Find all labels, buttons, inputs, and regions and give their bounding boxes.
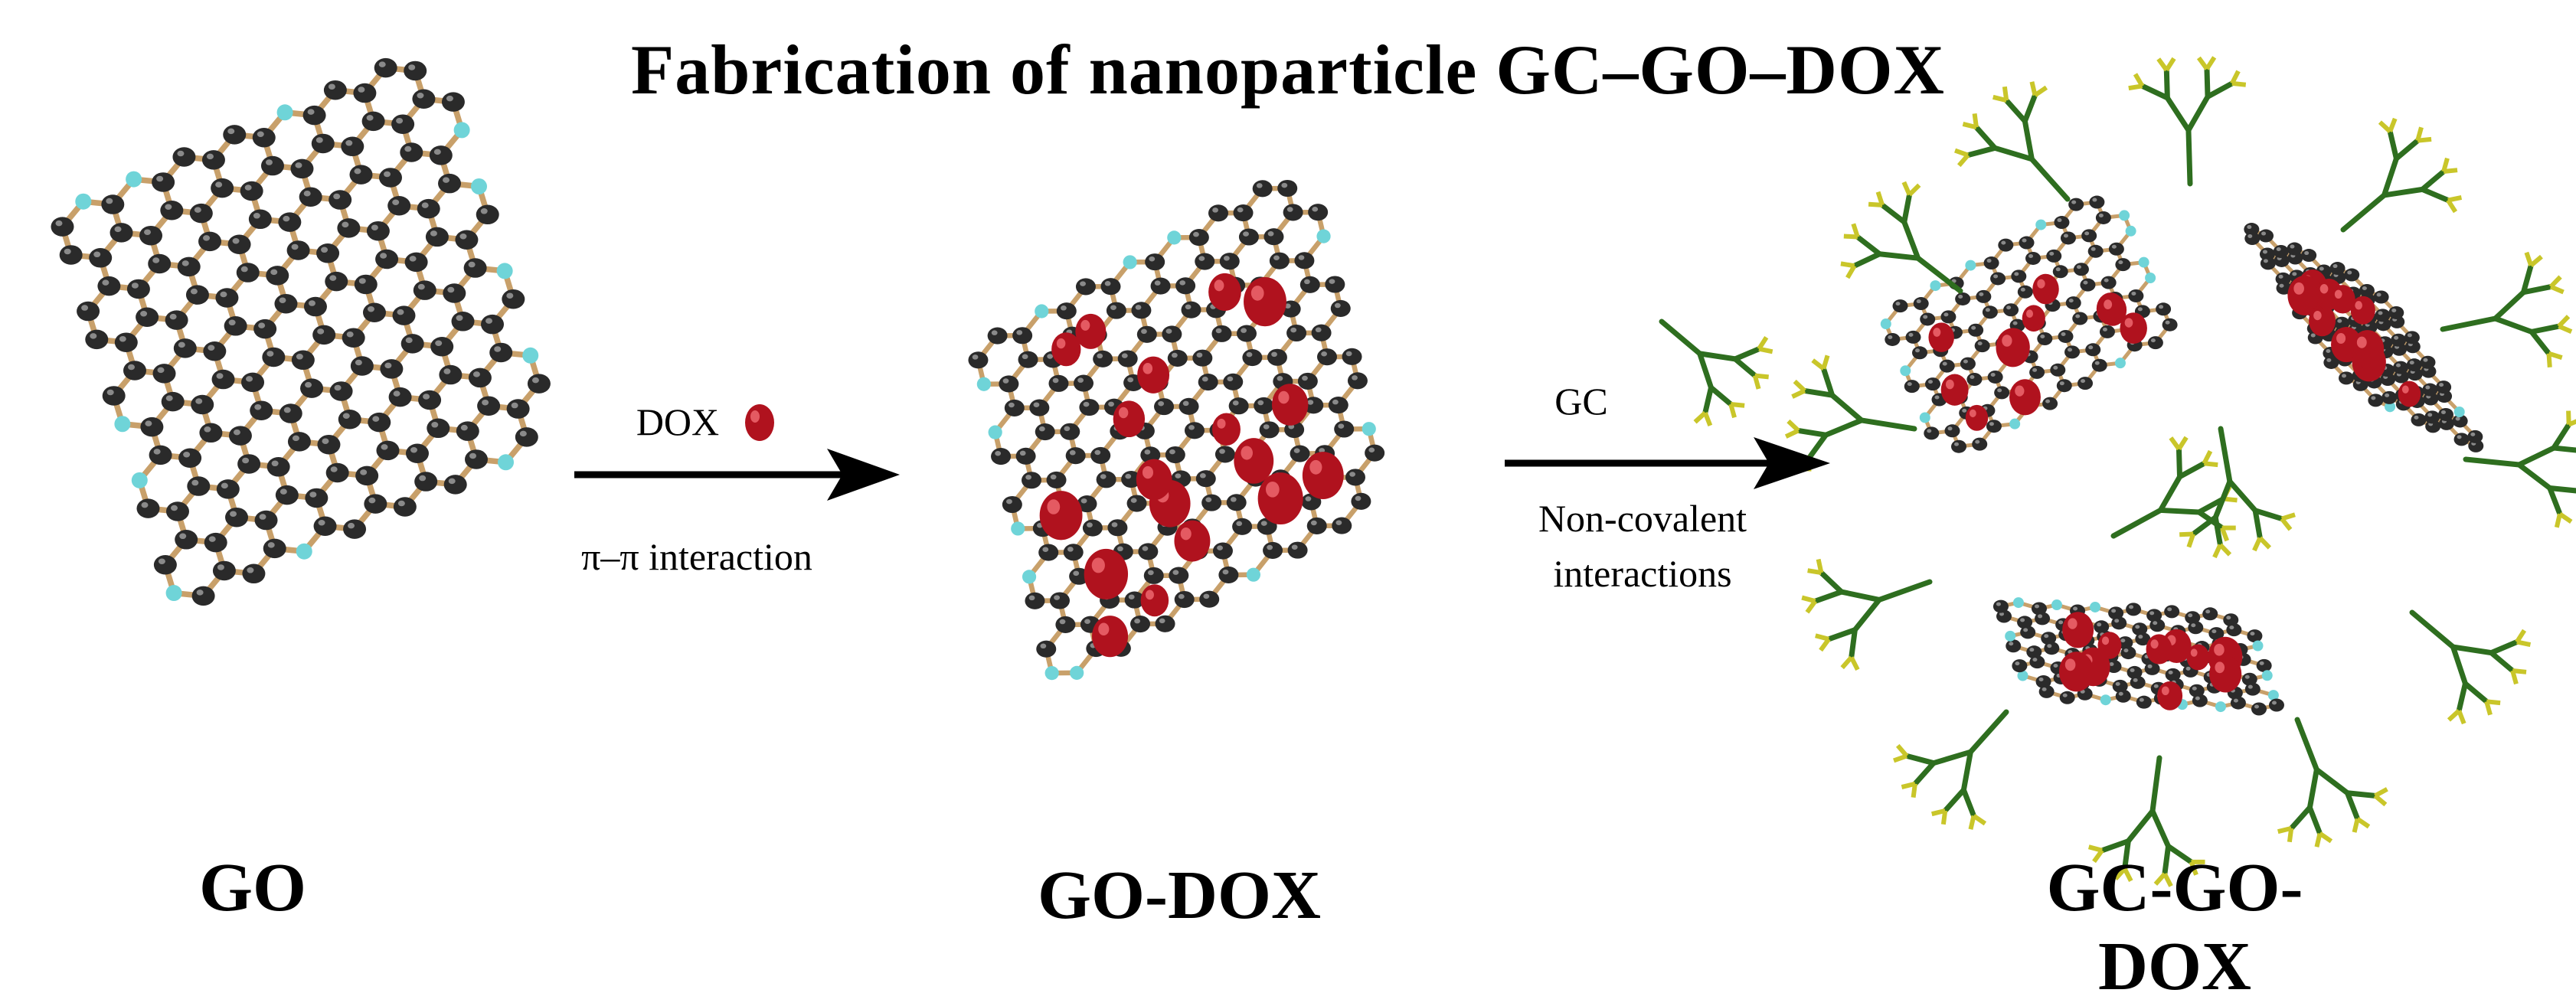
arrow-2-bottom-label-line1: Non-covalent — [1520, 496, 1765, 541]
dox-molecule — [2351, 330, 2384, 367]
dox-molecule — [1272, 384, 1308, 425]
dox-molecule — [1244, 277, 1286, 326]
gc-branch-12 — [1841, 182, 1960, 291]
dox-molecule — [2062, 612, 2094, 648]
stage-label-go: GO — [138, 848, 368, 927]
gc-branch-14 — [2179, 429, 2295, 557]
stage-label-go-dox: GO-DOX — [1011, 856, 1348, 935]
diagram-canvas — [0, 0, 2576, 952]
dox-molecule — [1303, 452, 1344, 499]
dox-molecule — [2120, 312, 2146, 344]
gc-go-dox-sheet-3 — [1993, 597, 2284, 715]
dox-molecule — [1092, 616, 1128, 657]
gc-branch-7 — [2278, 720, 2388, 847]
dox-molecule — [1212, 413, 1241, 446]
gc-branch-6 — [2412, 612, 2530, 723]
gc-go-dox-sheet-2 — [2244, 223, 2483, 452]
arrow-1-top-label: DOX — [628, 400, 727, 444]
dox-molecule — [2022, 305, 2045, 332]
gc-branch-4 — [2443, 253, 2571, 367]
gc-branch-10 — [1802, 559, 1930, 669]
dox-legend-icon — [745, 404, 774, 441]
dox-molecule — [1208, 273, 1241, 311]
dox-molecule — [1174, 521, 1210, 562]
dox-molecule — [1234, 438, 1273, 484]
dox-molecule — [2098, 632, 2122, 658]
gc-legend-branch — [1662, 322, 1773, 426]
dox-molecule — [2330, 285, 2355, 313]
arrow-dox-loading — [574, 404, 900, 501]
gc-legend-icon — [1662, 322, 1773, 426]
dox-molecule — [1040, 491, 1083, 540]
dox-molecule — [2209, 655, 2241, 693]
gc-branch-2 — [2129, 57, 2246, 184]
dox-molecule — [2398, 381, 2421, 407]
dox-molecule — [1966, 405, 1988, 431]
dox-molecule — [1113, 400, 1145, 437]
dox-molecule — [2309, 305, 2336, 336]
arrow-2-bottom-label-line2: interactions — [1520, 551, 1765, 596]
dox-molecule — [1136, 459, 1172, 501]
gc-branch-1 — [1955, 82, 2068, 199]
gc-branch-11 — [1786, 355, 1914, 471]
gc-branch-9 — [1894, 712, 2006, 829]
dox-molecule — [1258, 472, 1303, 524]
stage-label-gc-go-dox: GC-GO-DOX — [1976, 848, 2374, 1006]
dox-molecule — [2059, 652, 2094, 691]
go-dox-sheet-illustration — [968, 180, 1384, 680]
dox-molecule — [2009, 379, 2041, 415]
dox-molecule — [2146, 634, 2172, 664]
arrow-1-bottom-label: π–π interaction — [567, 534, 827, 579]
dox-molecule — [1941, 374, 1969, 406]
go-sheet-illustration — [51, 58, 550, 606]
dox-molecule — [1141, 584, 1169, 616]
gc-go-dox-assembly-illustration — [1786, 57, 2576, 887]
dox-molecule — [2032, 274, 2058, 305]
dox-molecule — [1928, 322, 1953, 351]
gc-go-dox-sheet-1 — [1881, 196, 2178, 453]
gc-branch-3 — [2343, 119, 2461, 230]
dox-molecule — [1084, 549, 1128, 599]
dox-molecule — [1996, 328, 2030, 367]
dox-molecule — [2157, 681, 2182, 710]
dox-molecule — [1051, 332, 1080, 366]
dox-molecule — [1137, 357, 1169, 394]
gc-branch-5 — [2466, 411, 2576, 527]
arrow-2-top-label: GC — [1539, 379, 1623, 423]
